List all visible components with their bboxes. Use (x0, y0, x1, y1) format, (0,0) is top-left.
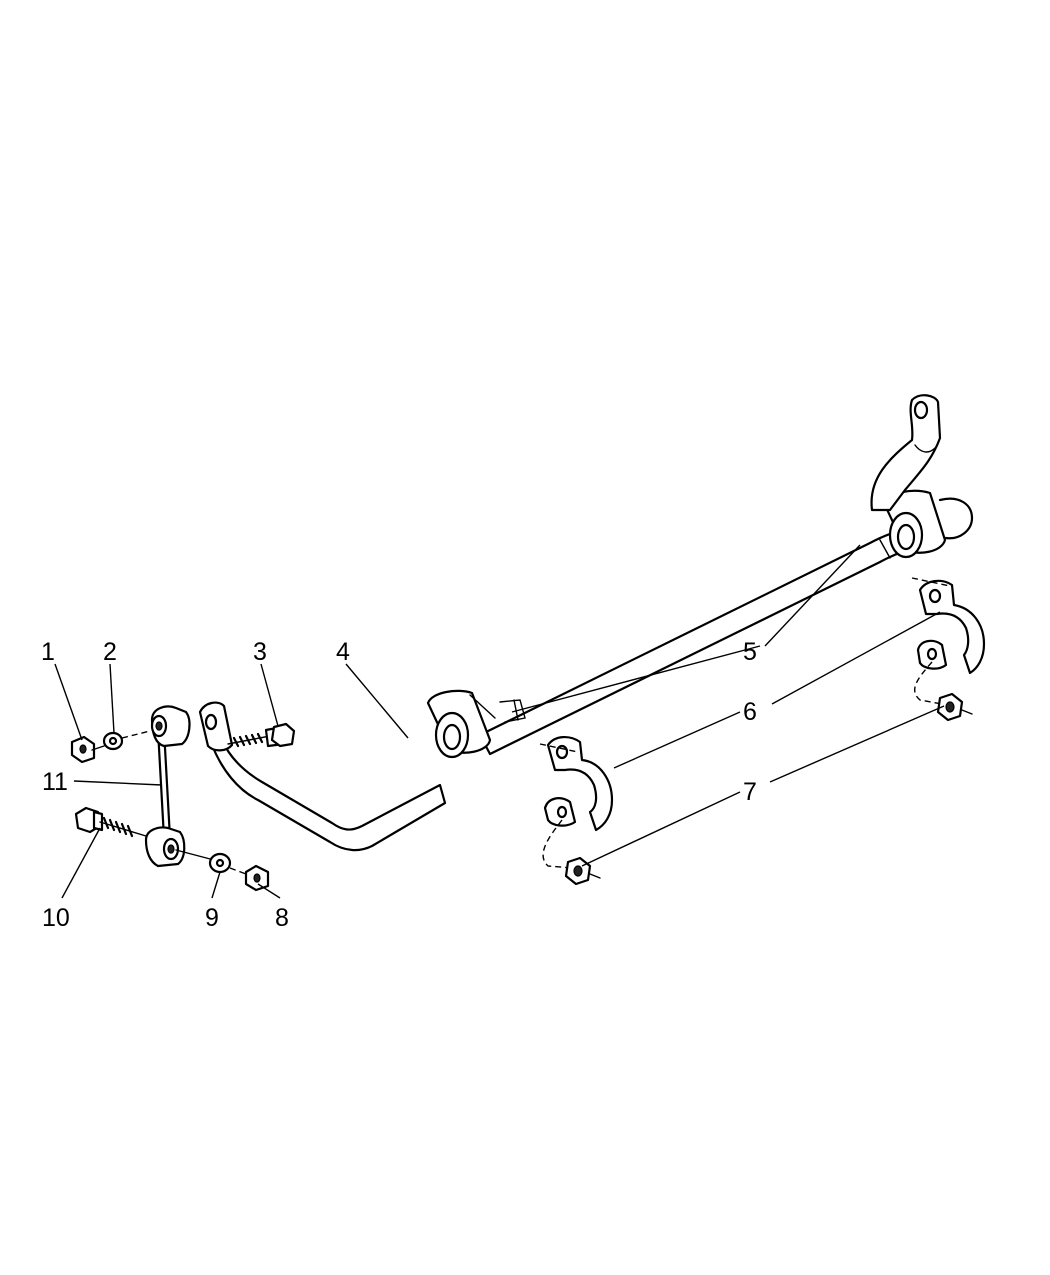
bushing-left (426, 689, 496, 759)
callout-3: 3 (253, 638, 267, 666)
callout-1: 1 (41, 638, 55, 666)
callout-9: 9 (205, 904, 219, 932)
clamp-nut-left (542, 819, 601, 886)
callout-4: 4 (336, 638, 350, 666)
callout-11: 11 (42, 768, 68, 796)
link-lower-bolt (74, 806, 147, 838)
link-upper-nut (70, 735, 105, 764)
clamp-left (539, 736, 614, 832)
bolt-upper (227, 722, 296, 748)
leader-lines (54, 544, 945, 899)
clamp-nut-right (914, 661, 973, 722)
bar-right-arm (870, 394, 942, 512)
stabilizer-bar (210, 526, 920, 852)
bar-end-eye-left (198, 701, 234, 752)
callout-6: 6 (743, 698, 757, 726)
link-lower-nut (244, 864, 270, 892)
callout-5: 5 (743, 638, 757, 666)
callout-2: 2 (103, 638, 117, 666)
link-lower-washer (208, 852, 247, 875)
link-upper-washer (102, 730, 151, 751)
callout-7: 7 (743, 778, 757, 806)
bushing-right (882, 489, 974, 559)
callout-10: 10 (42, 904, 70, 932)
stabilizer-link (144, 705, 215, 868)
callout-8: 8 (275, 904, 289, 932)
callout-labels: 1 2 3 4 5 6 7 8 9 10 11 (41, 638, 757, 932)
clamp-right (911, 577, 986, 675)
